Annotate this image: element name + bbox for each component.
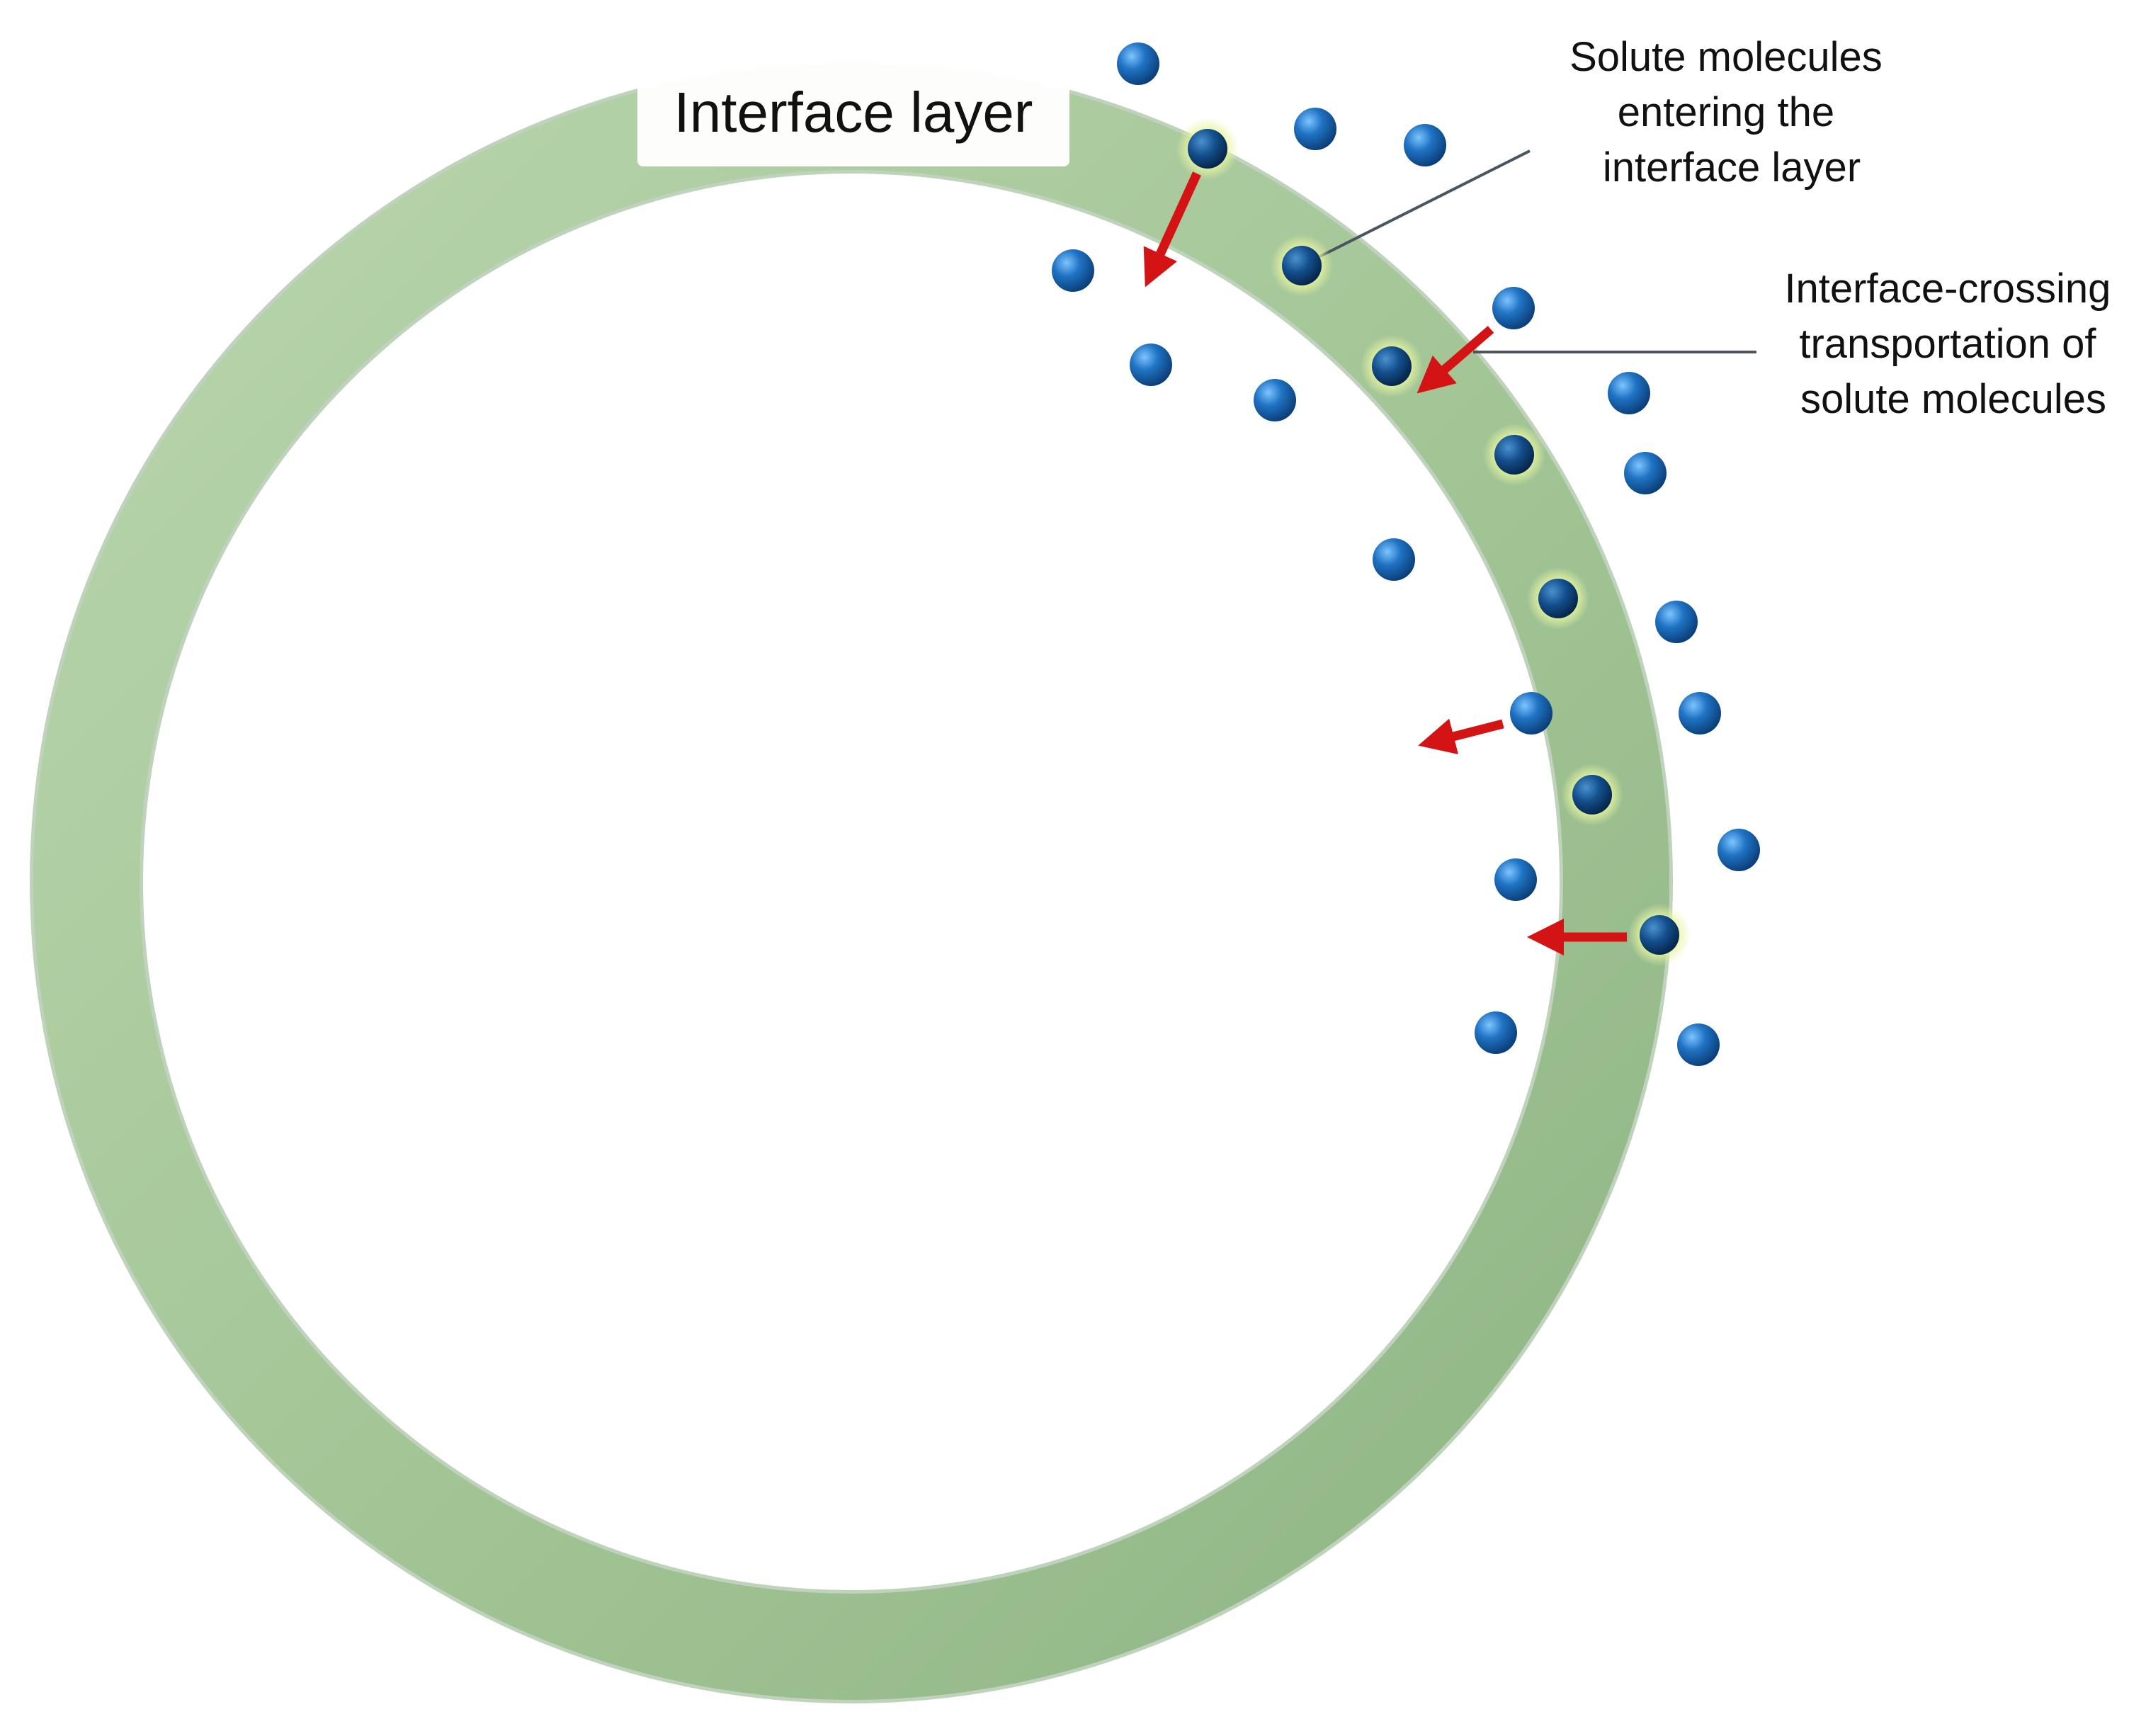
blue-sphere-icon <box>1117 42 1159 85</box>
blue-sphere-icon <box>1294 108 1336 150</box>
blue-sphere-icon <box>1372 346 1412 386</box>
blue-sphere-icon <box>1538 579 1578 618</box>
molecule-in-layer <box>1527 567 1589 630</box>
blue-sphere-icon <box>1679 692 1721 734</box>
blue-sphere-icon <box>1624 452 1667 494</box>
interface-layer-text: Interface layer <box>674 81 1033 144</box>
blue-sphere-icon <box>1640 915 1679 955</box>
blue-sphere-icon <box>1188 129 1227 169</box>
interface-layer-label: Interface layer <box>637 60 1069 166</box>
blue-sphere-icon <box>1282 246 1322 285</box>
blue-sphere-icon <box>1572 775 1612 815</box>
blue-sphere-icon <box>1475 1011 1517 1054</box>
blue-sphere-icon <box>1608 372 1650 414</box>
free-molecules <box>1052 42 1760 1066</box>
molecule-in-layer <box>1271 234 1333 297</box>
red-arrow-icon <box>1143 171 1201 288</box>
red-arrow-icon <box>1418 718 1504 754</box>
molecules-in-layer <box>1176 118 1691 966</box>
molecule-in-layer <box>1628 904 1691 966</box>
blue-sphere-icon <box>1494 858 1537 901</box>
blue-sphere-icon <box>1404 124 1446 166</box>
red-arrow-icon <box>1417 326 1494 394</box>
blue-sphere-icon <box>1655 601 1698 643</box>
blue-sphere-icon <box>1052 249 1094 292</box>
blue-sphere-icon <box>1254 379 1296 421</box>
leader-line-entering <box>1301 149 1531 267</box>
blue-sphere-icon <box>1492 287 1535 329</box>
blue-sphere-icon <box>1510 692 1552 734</box>
blue-sphere-icon <box>1494 435 1534 475</box>
blue-sphere-icon <box>1718 829 1760 871</box>
leader-lines <box>1301 149 1756 353</box>
molecule-in-layer <box>1483 424 1545 486</box>
label-solute-entering: Solute molecules entering the interface … <box>1569 34 1894 191</box>
molecule-in-layer <box>1361 335 1423 397</box>
blue-sphere-icon <box>1373 538 1415 581</box>
label-interface-crossing: Interface-crossing transportation of sol… <box>1784 266 2122 422</box>
molecule-in-layer <box>1176 118 1239 180</box>
blue-sphere-icon <box>1130 344 1172 386</box>
blue-sphere-icon <box>1677 1023 1720 1066</box>
transport-arrows <box>1143 171 1627 955</box>
molecule-in-layer <box>1561 764 1623 826</box>
